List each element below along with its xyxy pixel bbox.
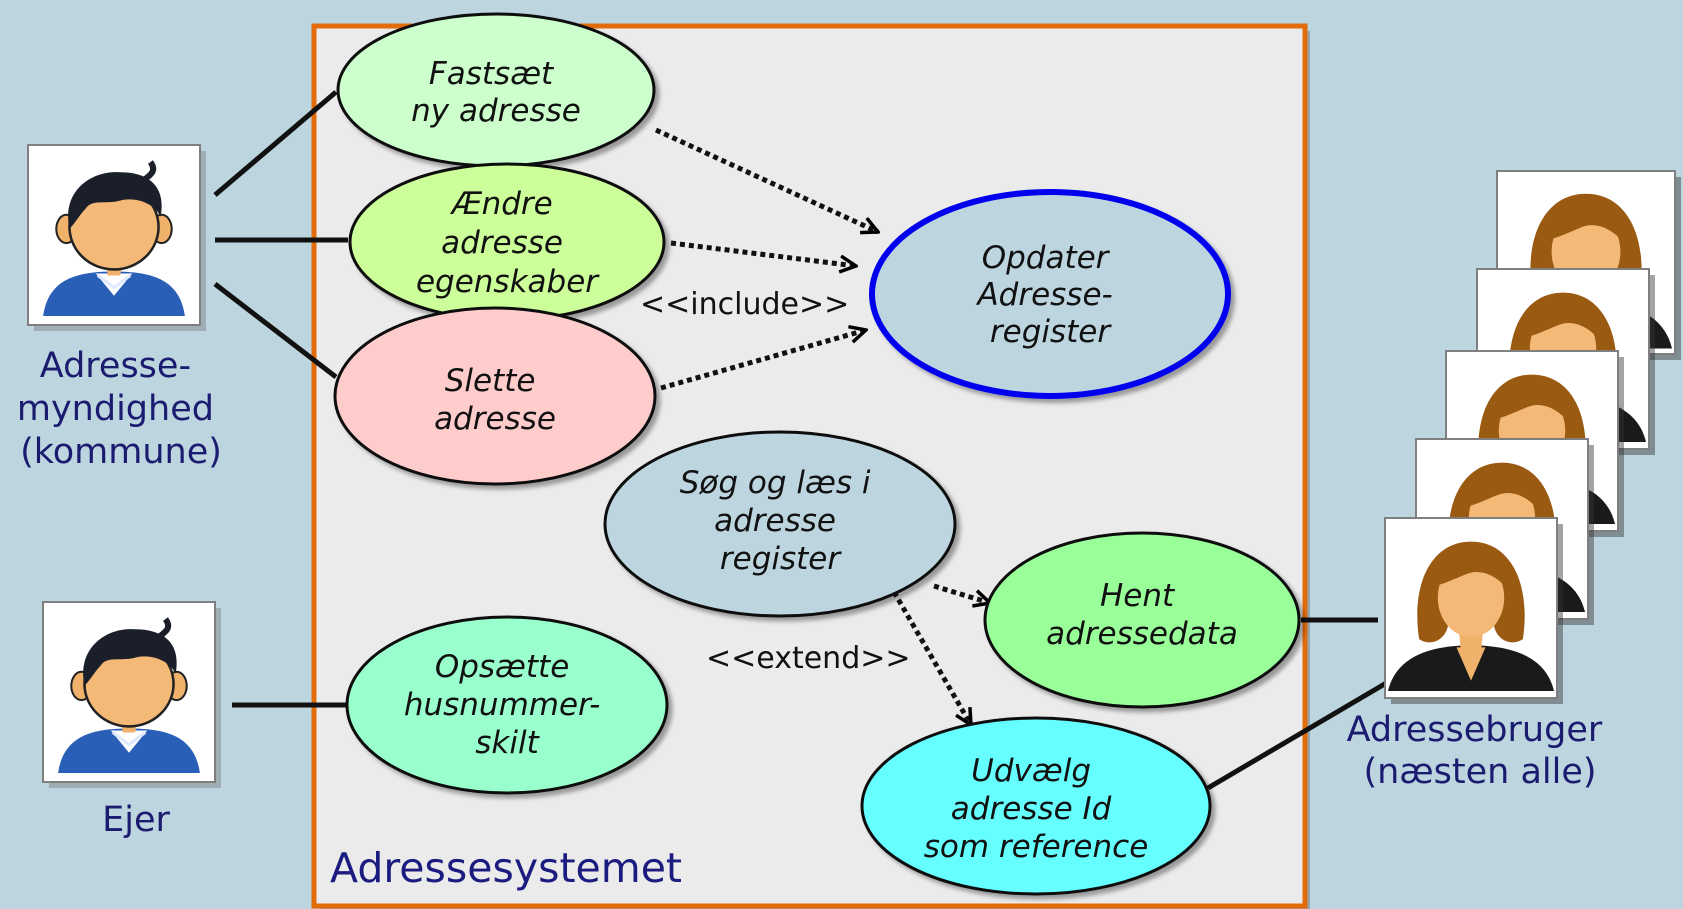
associations <box>213 90 1390 791</box>
svg-text:Opsætte husnummer-: Opsætte husnummer- skilt <box>404 649 610 761</box>
use-case-udvaelg-line-1: Udvælg <box>971 753 1091 789</box>
assoc-authority-fastsaet <box>213 90 338 197</box>
actor-authority-line-3: (kommune) <box>20 432 222 472</box>
use-case-fastsaet-line-1: Fastsæt <box>429 56 555 92</box>
svg-text:Opdater Adresse-: Opdater Adresse- register <box>975 240 1122 350</box>
use-case-soeg-line-2: adresse <box>714 503 836 539</box>
use-cases: Fastsæt ny adresse Ændre adresse egenska… <box>333 12 1301 896</box>
actor-user-stack[interactable]: Adressebruger (næsten alle) <box>1347 170 1681 792</box>
use-case-hent-line-1: Hent <box>1100 578 1176 614</box>
use-case-opsaette-line-2: husnummer- <box>404 687 600 723</box>
use-case-soeg[interactable]: Søg og læs i adresse register <box>603 430 957 618</box>
system-label: Adressesystemet <box>330 844 682 892</box>
actor-authority[interactable]: Adresse- myndighed (kommune) <box>17 144 225 472</box>
actor-owner-label: Ejer <box>102 800 170 840</box>
use-case-opdater-line-2: Adresse- <box>975 277 1112 313</box>
include-arrow-aendre <box>670 240 856 266</box>
female-user-icon <box>1388 525 1554 691</box>
use-case-soeg-line-1: Søg og læs i <box>680 465 871 501</box>
svg-text:Udvælg adresse Id: Udvælg adresse Id som reference <box>924 753 1149 865</box>
include-label: <<include>> <box>640 287 849 322</box>
dependencies: <<include>> <<extend>> <box>640 127 990 725</box>
extend-arrow-udvaelg <box>891 590 974 725</box>
actor-user-line-2: (næsten alle) <box>1363 752 1596 792</box>
male-user-icon <box>48 611 210 773</box>
svg-text:Søg og læs i adresse: Søg og læs i adresse register <box>680 465 881 577</box>
actor-authority-line-1: Adresse- <box>40 346 191 386</box>
user-card-front <box>1384 517 1563 704</box>
use-case-aendre-line-1: Ændre <box>449 186 552 222</box>
use-case-udvaelg-line-3: som reference <box>924 829 1149 865</box>
svg-text:Hent adressedata: Hent adressedata <box>1046 578 1238 652</box>
svg-text:Adressebruger (næsten al: Adressebruger (næsten alle) <box>1347 710 1614 792</box>
svg-text:Fastsæt ny adresse: Fastsæt ny adresse <box>411 56 581 129</box>
include-arrow-fastsaet <box>654 127 878 232</box>
actor-authority-line-2: myndighed <box>17 389 214 429</box>
use-case-aendre-line-2: adresse <box>441 225 563 261</box>
use-case-slette[interactable]: Slette adresse <box>333 306 657 486</box>
use-case-soeg-line-3: register <box>720 541 842 577</box>
use-case-fastsaet[interactable]: Fastsæt ny adresse <box>336 12 656 168</box>
use-case-slette-line-2: adresse <box>434 401 556 437</box>
use-case-udvaelg[interactable]: Udvælg adresse Id som reference <box>860 716 1212 896</box>
use-case-hent-line-2: adressedata <box>1046 616 1238 652</box>
use-case-aendre-line-3: egenskaber <box>416 264 600 300</box>
svg-text:Slette adresse: Slette adresse <box>434 363 556 437</box>
use-case-opdater[interactable]: Opdater Adresse- register <box>869 189 1231 399</box>
svg-text:Adresse- myndighed: Adresse- myndighed (kommune) <box>17 346 225 472</box>
extend-arrow-hent <box>933 583 990 603</box>
svg-text:Ændre adresse: Ændre adresse egenskaber <box>416 186 600 300</box>
actor-user-line-1: Adressebruger <box>1347 710 1603 750</box>
use-case-fastsaet-line-2: ny adresse <box>411 93 581 129</box>
use-case-opdater-line-3: register <box>990 314 1112 350</box>
use-case-opsaette[interactable]: Opsætte husnummer- skilt <box>345 615 669 795</box>
use-case-slette-line-1: Slette <box>445 363 536 399</box>
use-case-udvaelg-line-2: adresse Id <box>951 791 1112 827</box>
use-case-opsaette-line-1: Opsætte <box>435 649 569 685</box>
use-case-opdater-line-1: Opdater <box>982 240 1111 276</box>
male-user-icon <box>33 154 195 316</box>
assoc-authority-slette <box>213 282 338 379</box>
actor-owner[interactable]: Ejer <box>42 601 221 840</box>
use-case-hent[interactable]: Hent adressedata <box>983 531 1301 709</box>
extend-label: <<extend>> <box>706 641 911 676</box>
assoc-user-udvaelg <box>1206 679 1390 791</box>
use-case-aendre[interactable]: Ændre adresse egenskaber <box>348 162 666 322</box>
use-case-opsaette-line-3: skilt <box>475 725 540 761</box>
